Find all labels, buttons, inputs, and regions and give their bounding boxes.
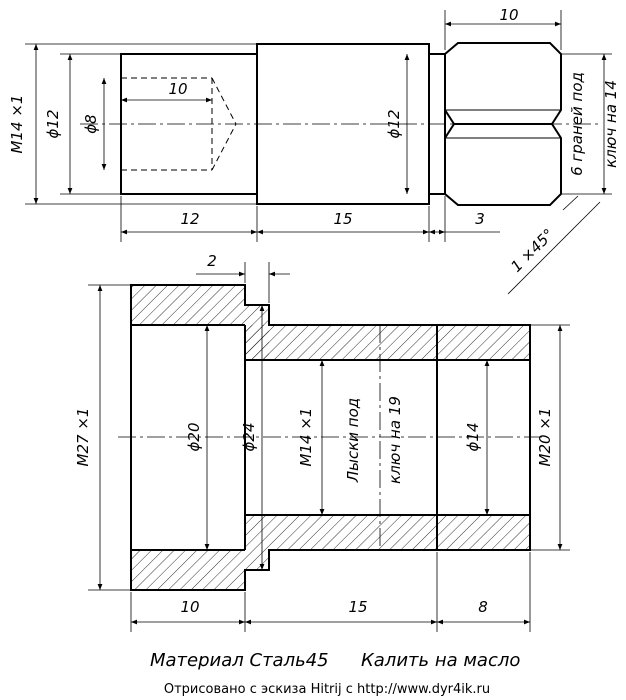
flats-note-line2: ключ на 19 [386,396,404,484]
flats-note-line1: Лыски под [344,398,362,483]
dim-m14-bottom: M14 ×1 [297,408,315,467]
dim-len-15-bottom: 15 [348,598,367,616]
dim-len-15: 15 [333,210,352,228]
dim-phi12-right: ϕ12 [385,110,403,139]
footer-credit: Отрисовано с эскиза Hitrij с http://www.… [164,682,490,697]
dim-m20: M20 ×1 [536,408,554,467]
dim-m14: M14 ×1 [8,95,26,154]
dim-phi14: ϕ14 [464,423,482,452]
heat-treatment-note: Калить на масло [361,650,520,671]
top-dimension-lines [25,10,612,295]
bottom-dimension-lines [88,262,570,632]
dim-len-12: 12 [180,210,199,228]
dim-w-2: 2 [207,252,217,270]
chamfer-label: 1 ×45° [507,225,558,276]
dim-len-8: 8 [478,598,488,616]
hex-note-line2: ключ на 14 [602,80,620,168]
dim-len-10: 10 [180,598,199,616]
dim-phi8: ϕ8 [82,114,100,133]
dim-phi20: ϕ20 [185,423,203,452]
section-hatching [131,285,530,590]
material-note: Материал Сталь45 [150,650,329,671]
top-hidden-bore [121,77,237,171]
dim-phi24: ϕ24 [240,423,258,452]
dim-len-3: 3 [475,210,485,228]
top-dimension-labels: 10 M14 ×1 ϕ12 ϕ8 10 ϕ12 12 15 3 6 граней… [8,6,620,276]
bottom-dimension-labels: 2 M27 ×1 ϕ20 ϕ24 M14 ×1 Лыски под ключ н… [74,252,554,616]
notes: Материал Сталь45 Калить на масло Отрисов… [150,650,520,697]
dim-m27: M27 ×1 [74,408,92,467]
dim-top-10: 10 [499,6,518,24]
dim-bore-10: 10 [168,80,187,98]
dim-phi12-left: ϕ12 [44,110,62,139]
top-part: 10 M14 ×1 ϕ12 ϕ8 10 ϕ12 12 15 3 6 граней… [8,6,620,295]
bottom-part: 2 M27 ×1 ϕ20 ϕ24 M14 ×1 Лыски под ключ н… [74,252,570,632]
hex-note-line1: 6 граней под [568,72,586,176]
